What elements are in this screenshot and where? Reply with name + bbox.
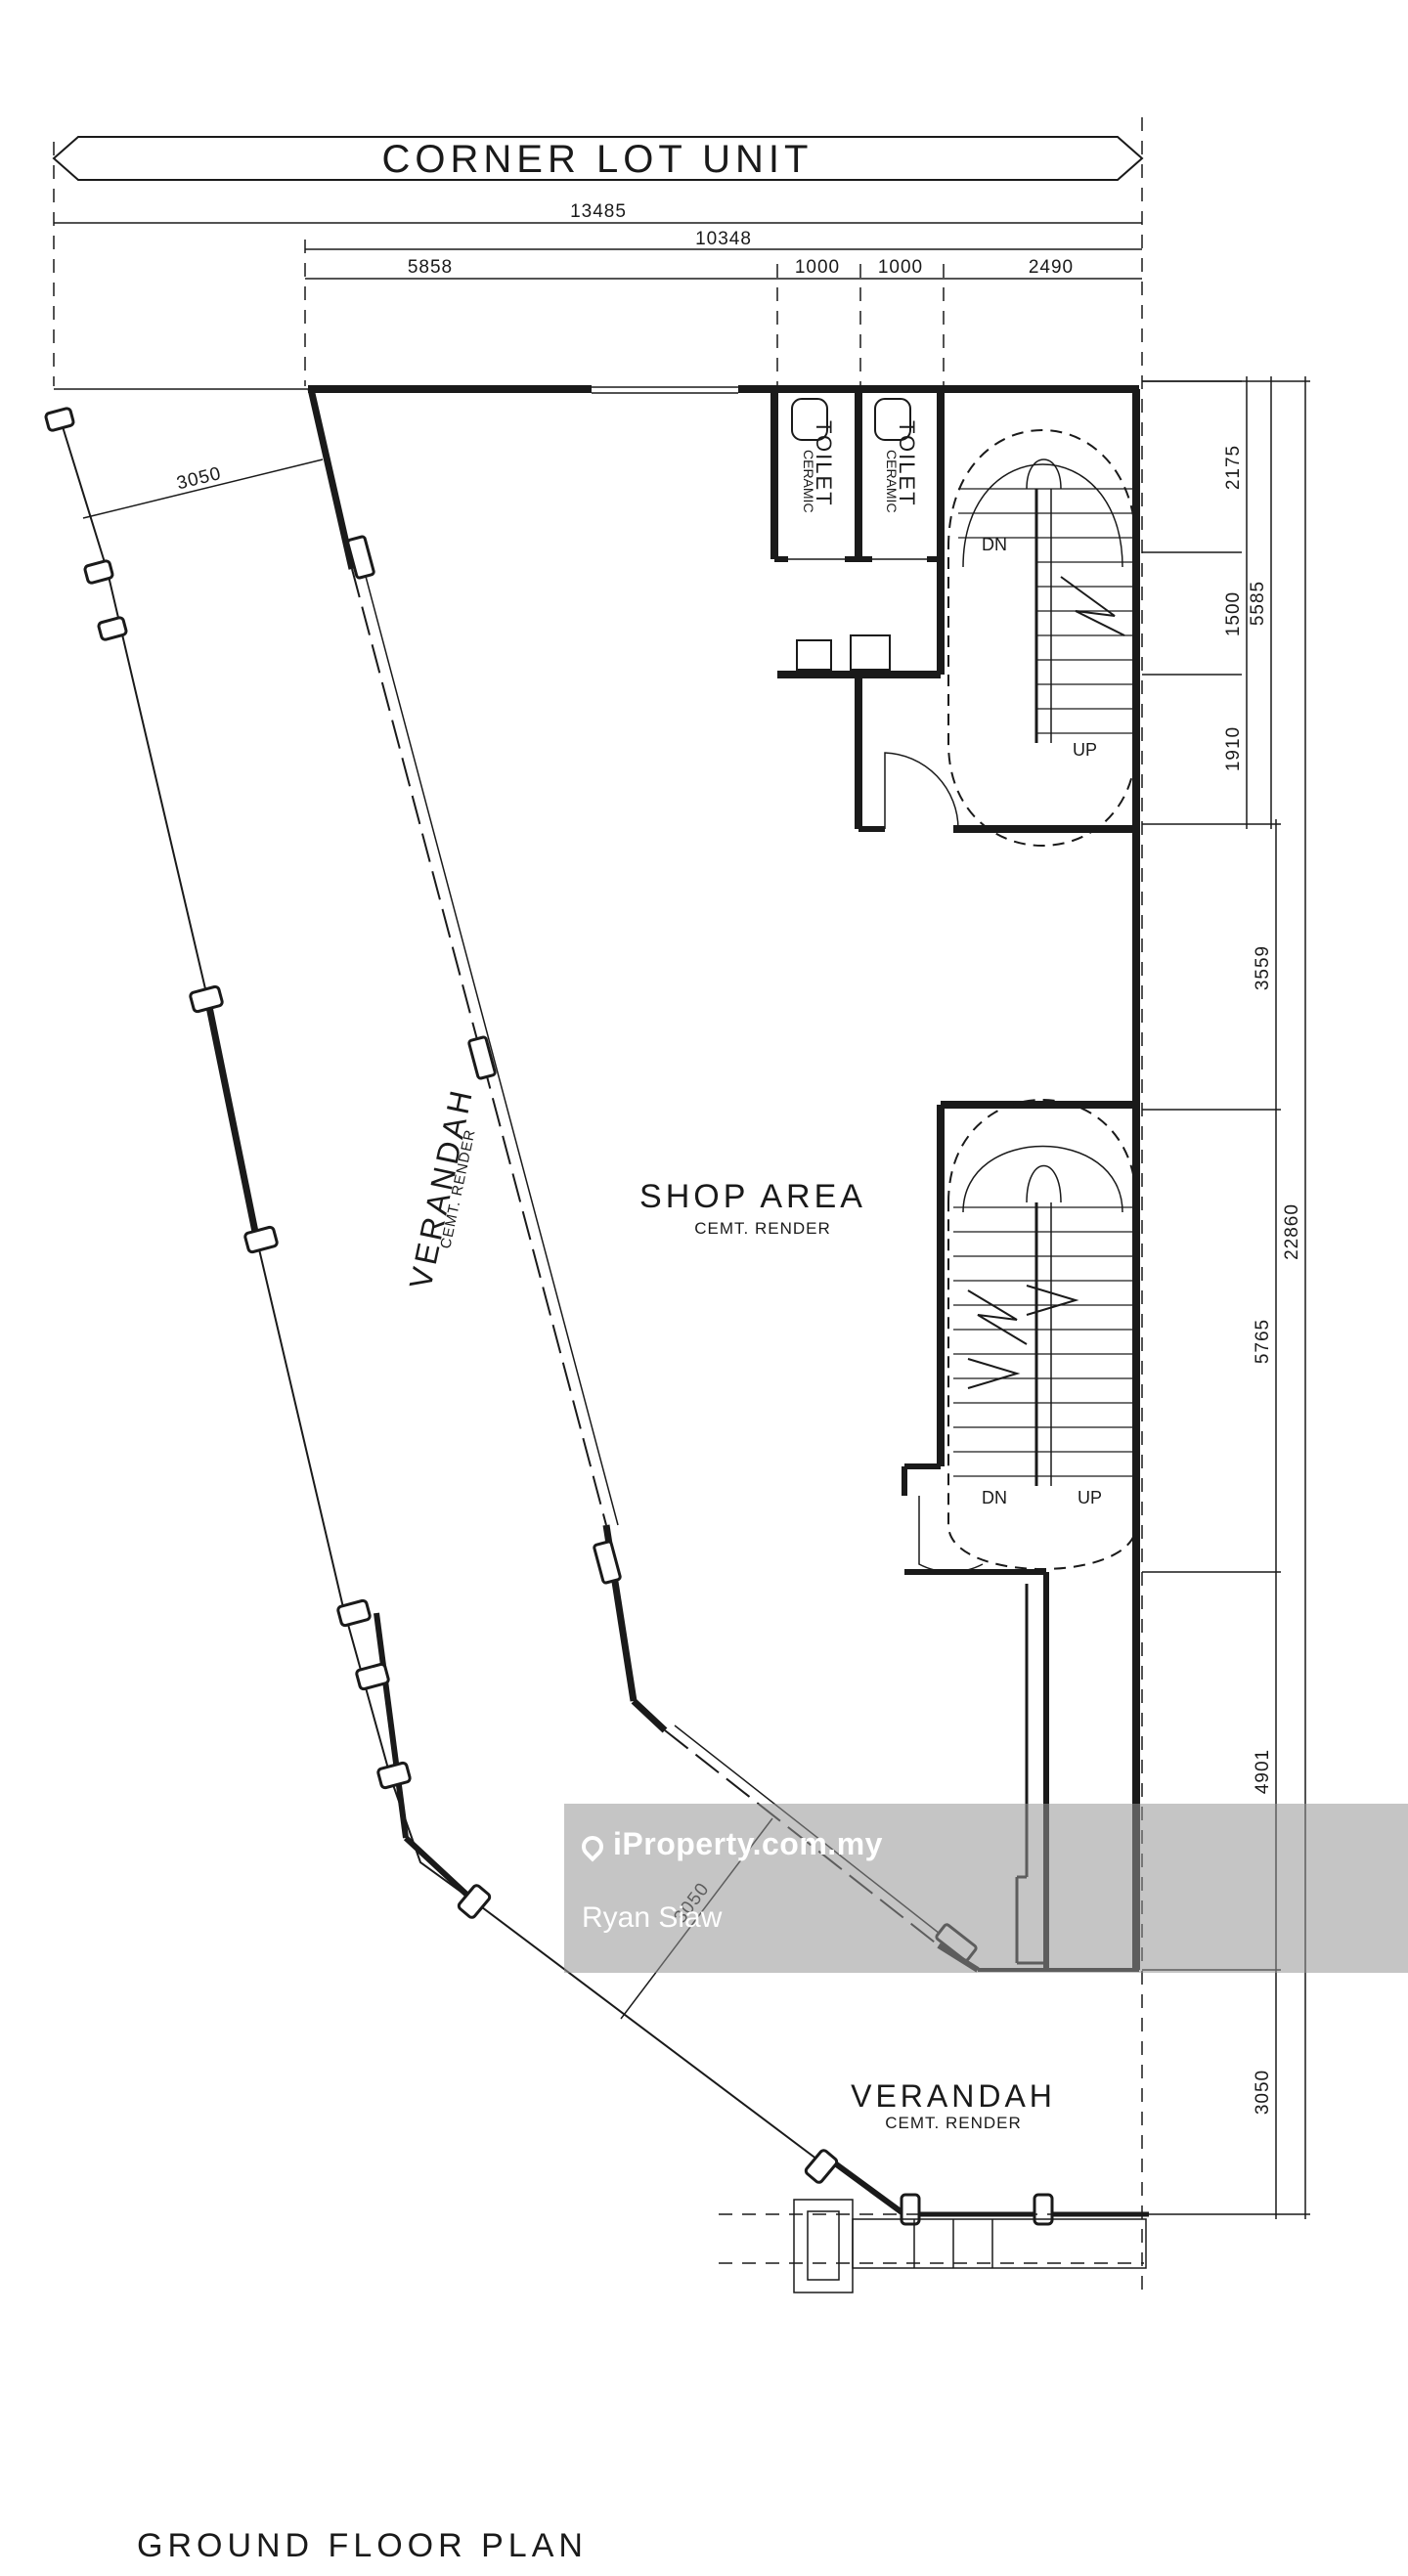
- corner-lot-banner: CORNER LOT UNIT: [52, 136, 1144, 181]
- lower-stair-dn: DN: [982, 1488, 1007, 1507]
- dim-right-6: 4901: [1253, 1749, 1273, 1794]
- dim-top-overall: 13485: [570, 201, 627, 222]
- toilets-block: [770, 389, 945, 675]
- dim-right-2: 1500: [1223, 591, 1244, 636]
- dim-top-seg-4: 2490: [1029, 257, 1074, 278]
- banner-title: CORNER LOT UNIT: [382, 138, 814, 181]
- location-pin-icon: [577, 1830, 608, 1862]
- dim-right-7: 3050: [1253, 2070, 1273, 2115]
- shop-area-label: SHOP AREA: [639, 1178, 866, 1215]
- watermark-brand: iProperty.com.my: [577, 1826, 883, 1862]
- toilet-1-label: TOILET: [812, 420, 836, 507]
- plan-title: GROUND FLOOR PLAN: [137, 2527, 588, 2564]
- dim-top-seg-2: 1000: [795, 257, 840, 278]
- upper-staircase: [947, 389, 1140, 1105]
- dim-top-seg-3: 1000: [878, 257, 923, 278]
- dim-top-seg-1: 5858: [408, 257, 453, 278]
- verandah-columns: [44, 407, 1054, 2226]
- top-wall: [308, 385, 1139, 394]
- toilet-2-finish: CERAMIC: [884, 450, 900, 513]
- left-verandah-dim: [82, 458, 324, 519]
- wet-area: [777, 634, 959, 832]
- toilet-2-label: TOILET: [895, 420, 919, 507]
- verandah-bottom-label: VERANDAH: [851, 2078, 1056, 2114]
- verandah-bottom-finish: CEMT. RENDER: [885, 2114, 1022, 2132]
- shop-front-wall: [307, 388, 949, 1946]
- dim-right-1: 2175: [1223, 445, 1244, 490]
- dim-right-5: 5765: [1253, 1319, 1273, 1364]
- neighbour-strip: [719, 2199, 1147, 2293]
- dim-right-total: 22860: [1282, 1203, 1302, 1260]
- upper-stair-dn: DN: [982, 535, 1007, 554]
- watermark-overlay: [564, 1804, 1408, 1973]
- dim-top-inner: 10348: [695, 229, 752, 249]
- watermark-brand-text: iProperty.com.my: [613, 1826, 883, 1861]
- verandah-outer-edge: [54, 388, 1149, 2217]
- verandah-left-label: VERANDAH: [403, 1084, 480, 1292]
- lower-stair-up: UP: [1078, 1488, 1102, 1507]
- dim-right-group: 5585: [1248, 581, 1268, 626]
- upper-stair-up: UP: [1073, 740, 1097, 760]
- watermark-user: Ryan Siaw: [582, 1901, 723, 1934]
- toilet-1-finish: CERAMIC: [801, 450, 816, 513]
- top-dimension-lines: [53, 117, 1143, 2292]
- dim-right-4: 3559: [1253, 945, 1273, 990]
- shop-area-finish: CEMT. RENDER: [694, 1219, 831, 1238]
- dim-right-3: 1910: [1223, 726, 1244, 771]
